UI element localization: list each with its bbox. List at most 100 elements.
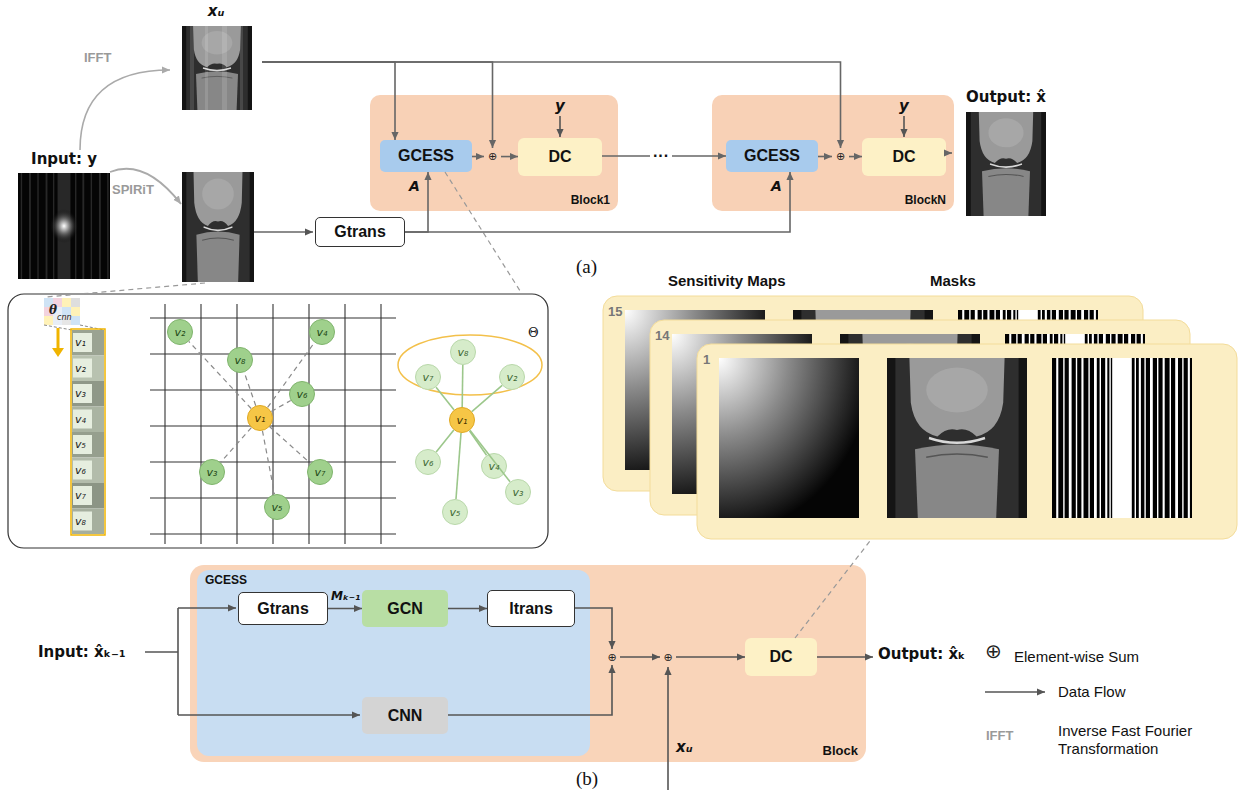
signal-label: xᵤ bbox=[676, 738, 693, 756]
illustration-part bbox=[72, 407, 104, 433]
legend-text: Inverse Fast Fourier Transformation bbox=[1058, 722, 1236, 758]
parameter-label: θ bbox=[49, 303, 57, 317]
illustration-part bbox=[205, 26, 208, 110]
node-label: DC bbox=[892, 148, 915, 166]
illustration-part bbox=[71, 307, 80, 316]
connector bbox=[946, 152, 952, 154]
gcn-box: GCN bbox=[362, 590, 448, 627]
illustration-part bbox=[72, 509, 104, 535]
connector bbox=[262, 431, 274, 494]
data-flow-line bbox=[178, 714, 360, 716]
illustration-part bbox=[73, 512, 92, 531]
graph-node: v₂ bbox=[499, 364, 525, 390]
legend-arrow-sample bbox=[985, 691, 1045, 693]
graph-node: v₆ bbox=[415, 449, 441, 475]
illustration-part bbox=[72, 432, 104, 458]
node-label: v₇ bbox=[423, 371, 434, 384]
node-label: BlockN bbox=[905, 193, 946, 207]
input-split bbox=[145, 608, 178, 715]
vertex-label: v₃ bbox=[75, 387, 86, 400]
zoom-line bbox=[445, 172, 522, 294]
graph-node: v₈ bbox=[450, 339, 476, 365]
connector bbox=[849, 156, 862, 158]
column-heading: Sensitivity Maps bbox=[668, 272, 786, 289]
vertex-label: v₈ bbox=[75, 515, 86, 528]
scan-arrow bbox=[57, 328, 60, 350]
data-consistency-box: DC bbox=[745, 638, 817, 676]
node-label: v₁ bbox=[457, 414, 468, 427]
connector bbox=[470, 430, 510, 481]
legend-symbol: IFFT bbox=[986, 728, 1013, 743]
inset-frame bbox=[8, 294, 548, 548]
illustration-part bbox=[73, 384, 92, 403]
output-label: Output: x̂ₖ bbox=[878, 645, 965, 663]
signal-label: y bbox=[555, 97, 565, 115]
connector bbox=[448, 665, 612, 715]
module-box: GCESS bbox=[726, 140, 818, 172]
graph-node: v₃ bbox=[505, 479, 531, 505]
graph-node: v₃ bbox=[199, 459, 225, 485]
kspace-input bbox=[18, 173, 110, 279]
process-box: Itrans bbox=[487, 590, 575, 627]
process-box: Gtrans bbox=[315, 217, 405, 247]
connector bbox=[268, 343, 315, 408]
image-panel: Output: x̂ bbox=[952, 88, 1060, 218]
node-label: v₃ bbox=[207, 466, 218, 479]
data-flow-line bbox=[817, 656, 873, 658]
measurement-arrow bbox=[559, 116, 561, 137]
illustration-part bbox=[240, 26, 243, 110]
node-label: Block1 bbox=[571, 193, 610, 207]
cnn-box: CNN bbox=[362, 697, 448, 734]
illustration-part bbox=[72, 458, 104, 484]
vertex-label: v₆ bbox=[75, 464, 86, 477]
center-node: v₁ bbox=[449, 407, 475, 433]
connector bbox=[405, 172, 428, 232]
node-label: GCESS bbox=[744, 147, 800, 165]
image-panel: Input: y bbox=[7, 150, 121, 280]
aliasing-stripes bbox=[190, 26, 243, 110]
image-panel: xᵤ bbox=[170, 2, 262, 110]
node-label: v₅ bbox=[272, 501, 283, 514]
node-label: ⊕ bbox=[488, 148, 497, 165]
illustration-part bbox=[44, 316, 53, 325]
node-label: v₅ bbox=[450, 506, 461, 519]
connector bbox=[461, 365, 463, 407]
connector bbox=[262, 62, 841, 148]
node-label: DC bbox=[769, 648, 792, 666]
node-label: ⊕ bbox=[607, 649, 616, 666]
node-label: GCN bbox=[387, 600, 423, 618]
pixel-grid bbox=[150, 304, 396, 544]
node-label: Gtrans bbox=[334, 223, 386, 241]
measurement-arrow bbox=[903, 116, 905, 137]
illustration-part bbox=[72, 330, 104, 356]
connector bbox=[189, 342, 251, 409]
graph-node: v₅ bbox=[264, 494, 290, 520]
connector bbox=[221, 428, 252, 463]
node-label: ⊕ bbox=[663, 649, 672, 666]
aliased-image bbox=[182, 26, 252, 110]
edge-label: A bbox=[771, 178, 782, 194]
illustration-part bbox=[73, 333, 92, 352]
data-flow-line bbox=[254, 231, 313, 233]
vertex-label: v₇ bbox=[75, 489, 86, 502]
coil-number: 15 bbox=[608, 304, 622, 319]
connector bbox=[472, 156, 484, 158]
edge-label: Mₖ₋₁ bbox=[331, 589, 360, 603]
graph-node: v₈ bbox=[227, 347, 253, 373]
parameter-subscript: cnn bbox=[57, 313, 72, 322]
illustration-part bbox=[72, 483, 104, 509]
connector bbox=[80, 70, 170, 150]
data-flow-line bbox=[178, 607, 236, 609]
connector bbox=[501, 156, 518, 158]
node-label: Input: y bbox=[7, 150, 121, 168]
vertex-label: v₁ bbox=[75, 336, 86, 349]
data-consistency-box: DC bbox=[862, 138, 946, 176]
vertex-label: v₂ bbox=[75, 362, 86, 375]
graph-node: v₆ bbox=[289, 381, 315, 407]
node-label: v₄ bbox=[489, 460, 500, 473]
node-label: Block bbox=[823, 743, 858, 758]
edge-label: ··· bbox=[650, 147, 672, 165]
input-label: Input: x̂ₖ₋₁ bbox=[38, 643, 126, 661]
